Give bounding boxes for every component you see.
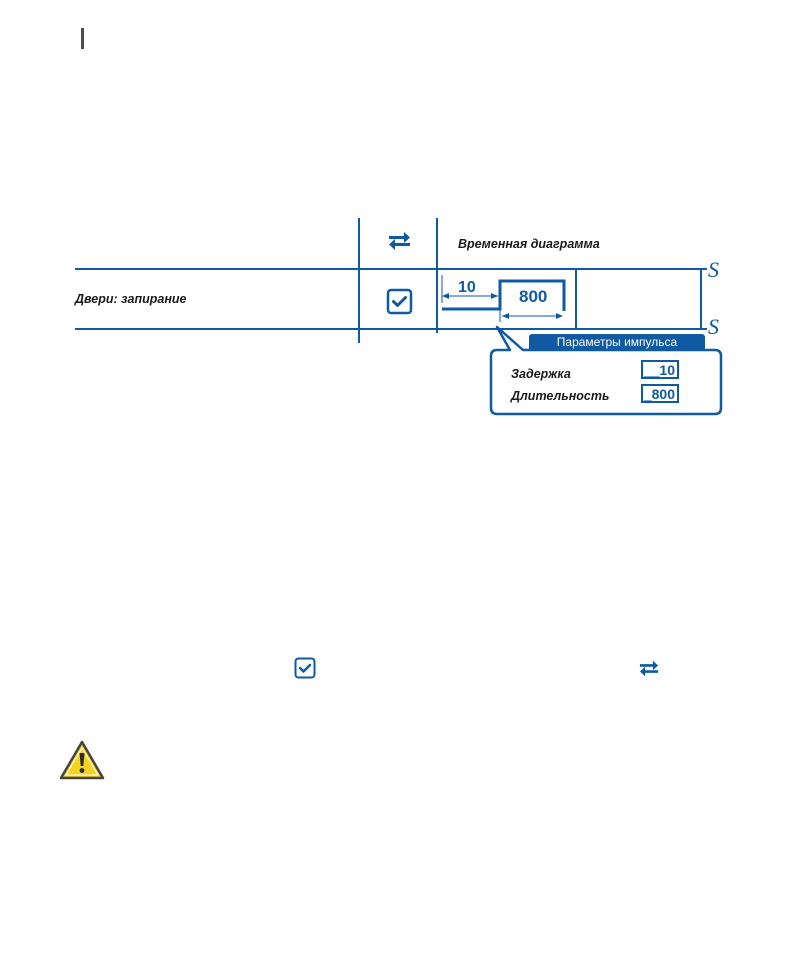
duration-value: 800 [519, 287, 548, 306]
pulse-waveform [442, 279, 566, 311]
duration-arrow-right [556, 313, 563, 319]
delay-value: 10 [458, 279, 476, 296]
delay-label: Задержка [511, 367, 571, 381]
duration-arrow-left [502, 313, 509, 319]
duration-label: Длительность [511, 389, 610, 403]
warning-triangle-icon [59, 740, 105, 780]
duration-display: _800 [641, 384, 679, 403]
page-marker [81, 28, 84, 49]
break-marker-bottom: S [708, 314, 719, 339]
break-marker-top: S [708, 257, 719, 282]
delay-arrow-left [442, 293, 449, 299]
inline-checkbox-icon [294, 657, 316, 679]
delay-arrow-right [491, 293, 498, 299]
repeat-icon [389, 232, 410, 250]
row-label: Двери: запирание [75, 292, 187, 306]
delay-display: __10 [641, 360, 679, 379]
pulse-params-title: Параметры импульса [529, 334, 705, 351]
timing-header: Временная диаграмма [458, 237, 600, 251]
checkbox-checked-icon [386, 288, 413, 315]
inline-repeat-icon [639, 660, 659, 677]
